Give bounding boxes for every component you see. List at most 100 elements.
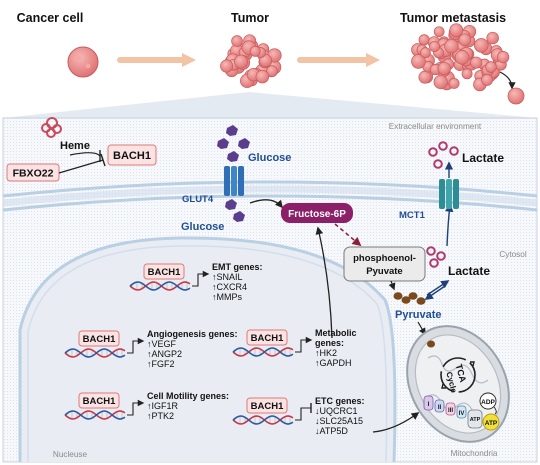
lactate-to-pyruvate-arrow <box>424 285 446 300</box>
metabolic-genes-to-fructose-arrow <box>315 226 333 339</box>
glucose-molecules-extracellular <box>217 125 250 162</box>
gene-group-title-2: genes: <box>315 338 344 348</box>
extracellular-label: Extracellular environment <box>389 122 482 131</box>
tca-cycle: TCA Cycle <box>440 357 476 394</box>
bach1-nuclear-box <box>246 329 288 346</box>
bach1-nuclear-label: BACH1 <box>251 401 284 412</box>
pyruvate-to-mito-arrow <box>417 321 426 336</box>
bach1-nuclear-box <box>246 397 288 414</box>
stage-cancer-cell-label: Cancer cell <box>17 11 84 25</box>
repression-bar <box>295 407 311 421</box>
glucose-cytosol-label: Glucose <box>181 221 224 233</box>
gene-group-title: EMT genes: <box>212 262 263 272</box>
transcription-arrow <box>192 270 210 287</box>
gene-group-angiogenesis: BACH1 Angiogenesis genes:↑VEGF↑ANGP2↑FGF2 <box>64 329 238 369</box>
metastasis-cluster-icon <box>411 23 510 92</box>
gene-item: ↓UQCRC1 <box>315 406 358 416</box>
metastasis-arrow <box>499 71 516 90</box>
transcription-arrow <box>127 399 145 416</box>
plasma-membrane <box>2 180 538 212</box>
gene-item: ↑ANGP2 <box>147 349 182 359</box>
atp-label: ATP <box>485 420 498 427</box>
heme-group: Heme FBXO22 BACH1 <box>6 117 157 182</box>
gene-group-title: Angiogenesis genes: <box>147 329 238 339</box>
pep-label-line2: Pyuvate <box>366 266 402 277</box>
gene-group-title: ETC genes: <box>315 396 365 406</box>
gene-item: ↑HK2 <box>315 348 337 358</box>
gene-item: ↓SLC25A15 <box>315 416 363 426</box>
mito-pyruvate-icon <box>427 340 435 348</box>
etc-complex-4 <box>456 405 467 419</box>
pep-label-line1: phosphoenol- <box>353 253 416 264</box>
zoom-wedge <box>3 92 537 118</box>
mct1-transporter <box>439 179 459 209</box>
complex-3-label: III <box>448 408 453 414</box>
fructose-6p-box <box>281 203 353 223</box>
glucose-to-fructose-arrow <box>249 199 283 209</box>
adp-icon <box>479 392 497 410</box>
gene-item: ↑FGF2 <box>147 359 175 369</box>
gene-group-title: Metabolic <box>315 328 357 338</box>
pyruvate-label: Pyruvate <box>395 309 441 321</box>
tca-label: TCA <box>454 363 469 384</box>
gene-group-title: Cell Motility genes: <box>147 391 229 401</box>
fructose-to-pep-dashed-arrow <box>334 223 362 247</box>
gene-item: ↓ATP5D <box>315 426 348 436</box>
metastasized-cell-icon <box>507 87 525 105</box>
transcription-arrow <box>295 336 313 353</box>
bach1-cytosol-label: BACH1 <box>113 150 151 162</box>
etc-complex-3 <box>445 402 456 416</box>
etc-complex-2 <box>434 399 445 413</box>
complex-1-label: I <box>428 402 430 408</box>
atp-synthase-label: ATP <box>470 417 481 423</box>
heme-inhibition-line <box>69 152 101 157</box>
bach1-nuclear-label: BACH1 <box>251 333 284 344</box>
gene-item: ↑MMPs <box>212 292 242 302</box>
dna-helix-icon <box>232 347 294 357</box>
heme-icon <box>41 117 62 138</box>
bach1-nuclear-box <box>143 263 185 280</box>
stage-bar: Cancer cell Tumor Tumor metastasis <box>17 11 525 105</box>
tumor-cluster-icon <box>220 34 282 88</box>
dna-helix-icon <box>64 410 126 420</box>
lactate-extracellular-label: Lactate <box>462 151 504 165</box>
gene-group-cell-motility: BACH1 Cell Motility genes:↑IGF1R↑PTK2 <box>64 391 229 421</box>
cancer-cell-icon <box>67 46 99 78</box>
cytosol-label: Cytosol <box>499 250 526 259</box>
fbxo22-inhibition-line <box>58 159 104 174</box>
lactate-molecules-cytosol <box>426 246 446 268</box>
bach1-nuclear-box <box>78 330 120 347</box>
gene-group-etc: BACH1 ETC genes:↓UQCRC1↓SLC25A15↓ATP5D <box>232 396 365 436</box>
mct1-label: MCT1 <box>399 210 426 221</box>
glut4-transporter <box>224 166 244 196</box>
bach1-nuclear-label: BACH1 <box>83 334 116 345</box>
adp-to-atp-arrow <box>493 406 497 415</box>
bach1-nuclear-label: BACH1 <box>83 396 116 407</box>
gene-item: ↑PTK2 <box>147 411 174 421</box>
adp-label: ADP <box>481 399 495 406</box>
nucleus-label: Nucleuse <box>53 450 88 459</box>
etc-genes-to-mito-arrow <box>372 412 420 433</box>
complex-2-label: II <box>438 405 442 411</box>
stage-tumor-label: Tumor <box>231 11 269 25</box>
transcription-arrow <box>127 337 145 354</box>
gene-item: ↑CXCR4 <box>212 282 247 292</box>
electron-transport-chain: I II III IV ATP <box>423 395 483 429</box>
pep-to-pyruvate-arrow <box>388 280 396 291</box>
fbxo22-label: FBXO22 <box>13 168 54 180</box>
atp-icon <box>482 413 500 431</box>
pep-box <box>343 246 426 282</box>
glucose-extracellular-label: Glucose <box>248 152 291 164</box>
mitochondrion <box>406 325 510 443</box>
gene-item: ↑IGF1R <box>147 401 179 411</box>
mitochondria-label: Mitochondria <box>451 449 498 458</box>
bach1-nuclear-box <box>78 392 120 409</box>
lactate-cytosol-label: Lactate <box>448 264 490 278</box>
glucose-molecules-cytosol <box>225 199 245 222</box>
bach1-cytosol-box <box>107 144 157 166</box>
gene-item: ↑VEGF <box>147 339 177 349</box>
